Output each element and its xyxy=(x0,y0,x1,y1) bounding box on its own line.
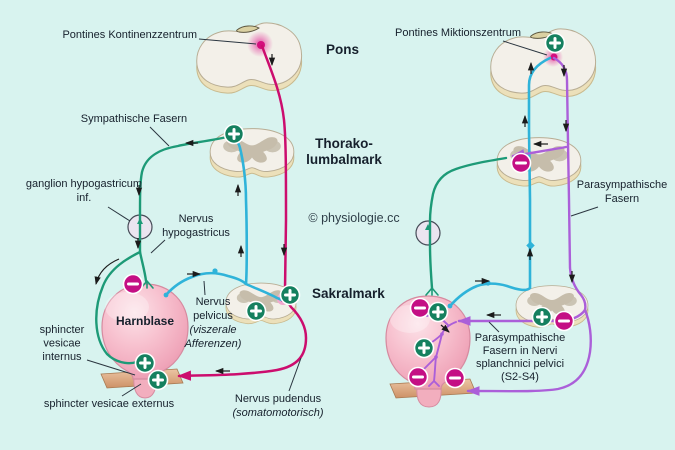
bladder-left xyxy=(101,283,189,399)
pointer-hypogastricus xyxy=(150,239,166,254)
labels-layer: Pontines KontinenzzentrumPonsSympathisch… xyxy=(26,27,667,419)
inhibitory-minus-sign xyxy=(444,367,466,389)
label-sympathische-fasern: Sympathische Fasern xyxy=(81,113,187,125)
inhibitory-minus-sign xyxy=(409,297,431,319)
pointer-ganglion xyxy=(107,206,131,222)
nerve-node xyxy=(440,332,444,336)
ganglion-synapse-left xyxy=(137,218,143,224)
sympathetic-terminal-trident-right xyxy=(425,287,439,296)
pointer-parasympathische xyxy=(570,206,599,217)
afferent-ascending-right xyxy=(448,56,552,308)
flow-arrows xyxy=(94,54,576,375)
pointer-kontinenzzentrum xyxy=(198,38,257,45)
bladder-body-left xyxy=(101,283,189,380)
label-thorako-lumbalmark: Thorako-lumbalmark xyxy=(306,136,382,167)
sympathetic-branch-sphincter xyxy=(95,250,142,365)
ganglion-circle-right xyxy=(415,220,441,246)
inhibitory-minus-sign xyxy=(122,273,144,295)
label-sakralmark: Sakralmark xyxy=(312,286,385,301)
excitatory-plus-sign xyxy=(147,369,169,391)
label-pontines-miktionszentrum: Pontines Miktionszentrum xyxy=(395,27,521,39)
bladder-highlight-left xyxy=(105,292,149,322)
label-harnblase: Harnblase xyxy=(116,314,174,328)
afferent-bladder-to-cord-left xyxy=(164,271,248,297)
bladder-neck-right xyxy=(416,386,442,408)
signs-layer xyxy=(122,32,575,391)
pointer-pelvicus xyxy=(203,280,206,296)
excitatory-plus-sign xyxy=(544,32,566,54)
ganglion-synapse-right xyxy=(425,224,431,230)
excitatory-plus-sign xyxy=(223,123,245,145)
inhibitory-minus-sign xyxy=(553,310,575,332)
nerve-node xyxy=(434,355,438,359)
excitatory-plus-sign xyxy=(134,352,156,374)
parasympathetic-to-sphincter-loop xyxy=(466,308,592,396)
inhibitory-minus-sign xyxy=(510,152,532,174)
label-sphincter-vesicae-externus: sphincter vesicae externus xyxy=(44,398,175,410)
excitatory-plus-sign xyxy=(427,301,449,323)
pointer-miktionszentrum xyxy=(502,40,548,56)
excitatory-plus-sign xyxy=(279,284,301,306)
pointer-externus xyxy=(121,383,142,397)
label-pons: Pons xyxy=(326,42,359,57)
label-nervus-pudendus: Nervus pudendus(somatomotorisch) xyxy=(232,393,323,419)
pointer-internus xyxy=(86,359,136,376)
afferent-sacral-branch-left xyxy=(244,282,284,302)
excitatory-plus-sign xyxy=(413,337,435,359)
label-pointers xyxy=(86,38,599,397)
excitatory-plus-sign xyxy=(531,306,553,328)
pointer-pudendus xyxy=(288,357,302,392)
label-pontines-kontinenzzentrum: Pontines Kontinenzzentrum xyxy=(62,29,197,41)
inhibitory-minus-sign xyxy=(407,366,429,388)
flow-arrow-curved xyxy=(94,258,120,286)
label-copyright: © physiologie.cc xyxy=(308,211,399,225)
thoracolumbar-section-left xyxy=(209,128,295,178)
sympathetic-branch-detrusor xyxy=(138,250,148,283)
flow-arrow-diagonal xyxy=(440,324,450,333)
nervus-pudendus-fiber xyxy=(177,44,308,381)
pointer-sympathische xyxy=(149,126,170,147)
sympathetic-fiber-right xyxy=(428,156,508,290)
excitatory-plus-sign xyxy=(245,300,267,322)
pointer-splanchnici xyxy=(488,321,500,333)
